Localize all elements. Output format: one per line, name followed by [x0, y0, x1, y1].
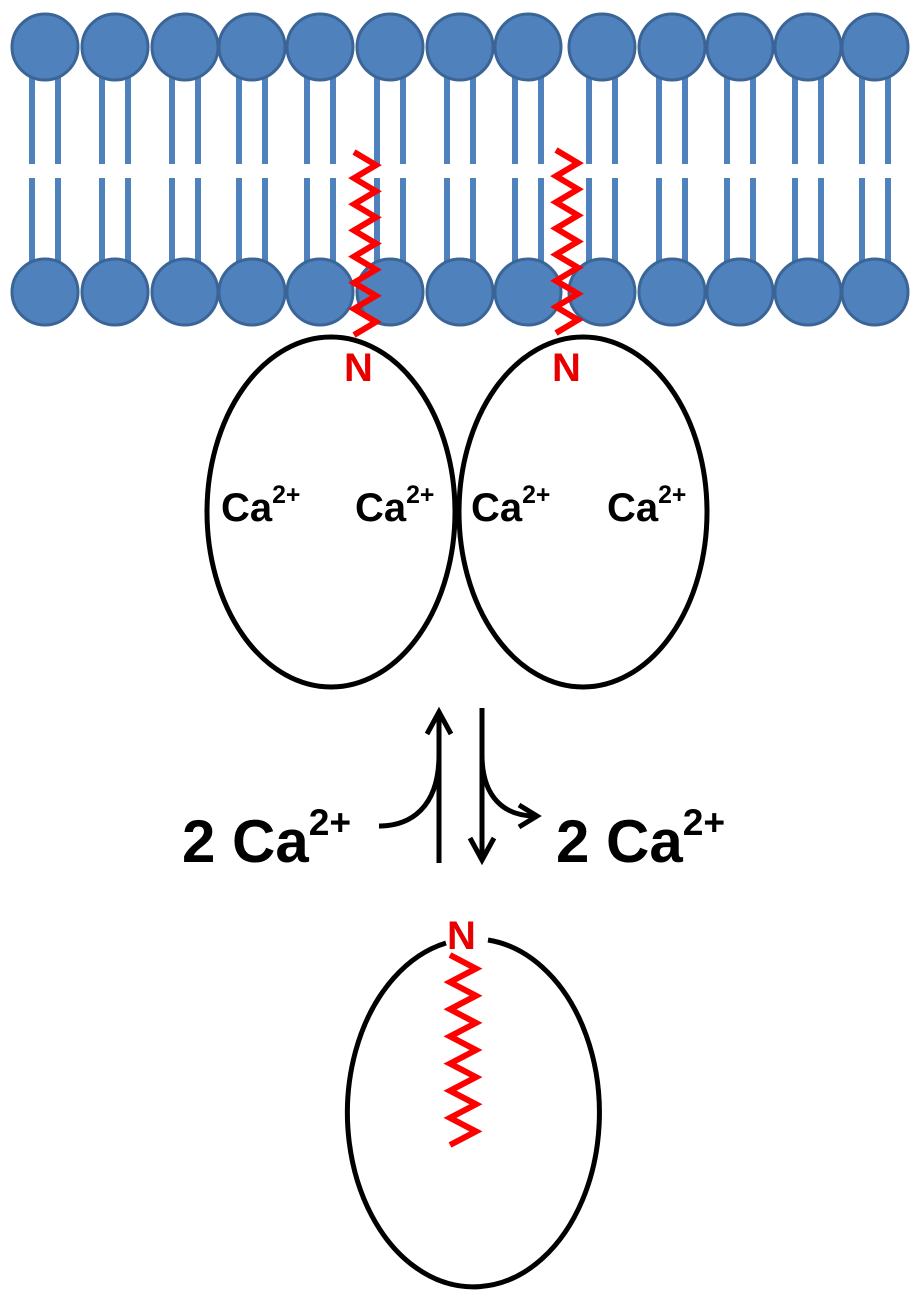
lipid-head-outer — [773, 12, 843, 82]
anchor-helix-left — [348, 149, 382, 338]
lipid-head-inner — [773, 257, 843, 327]
lipid-head-outer — [493, 12, 563, 82]
calcium-release-arrow-head — [517, 802, 542, 830]
lipid-head-outer — [150, 12, 220, 82]
dissociation-arrow-head — [467, 836, 497, 866]
calcium-binding-curve — [378, 754, 442, 829]
lipid-head-inner — [840, 257, 910, 327]
lipid-head-inner — [493, 257, 563, 327]
lipid-head-outer — [10, 12, 80, 82]
lipid-head-outer — [840, 12, 910, 82]
dimer-right-oval — [456, 334, 710, 690]
lipid-head-inner — [637, 257, 707, 327]
association-arrow-head — [424, 706, 454, 736]
ca-ion-label: Ca2+ — [355, 482, 435, 530]
lipid-head-outer — [705, 12, 775, 82]
protein-ovals — [204, 334, 710, 1290]
ca-ion-label: Ca2+ — [607, 482, 687, 530]
monomer-oval — [344, 937, 602, 1290]
calcium-release-curve — [479, 754, 536, 819]
anchor-helices — [348, 147, 584, 1148]
n-terminus-label-left: N — [344, 346, 373, 390]
lipid-head-outer — [80, 12, 150, 82]
lipid-head-outer — [217, 12, 287, 82]
lipid-head-inner — [150, 257, 220, 327]
ca-ion-label: Ca2+ — [221, 482, 301, 530]
calcium-binding-label: 2 Ca2+ — [182, 801, 352, 875]
lipid-head-outer — [425, 12, 495, 82]
lipid-head-inner — [355, 257, 425, 327]
lipid-head-outer — [355, 12, 425, 82]
calcium-release-label: 2 Ca2+ — [556, 801, 726, 875]
lipid-head-inner — [285, 257, 355, 327]
dimer-left-oval — [204, 334, 458, 690]
lipid-head-outer — [567, 12, 637, 82]
anchor-helix-right — [550, 147, 584, 336]
lipid-tails — [29, 60, 891, 268]
lipid-head-outer — [285, 12, 355, 82]
n-terminus-label-monomer: N — [447, 914, 476, 958]
ca-ion-label: Ca2+ — [471, 482, 551, 530]
lipid-head-inner — [705, 257, 775, 327]
lipid-head-inner — [10, 257, 80, 327]
lipid-head-inner — [567, 257, 637, 327]
lipid-head-outer — [637, 12, 707, 82]
lipid-head-inner — [217, 257, 287, 327]
lipid-head-inner — [80, 257, 150, 327]
anchor-helix-monomer — [443, 952, 483, 1148]
lipid-heads — [10, 12, 910, 327]
n-terminus-label-right: N — [552, 346, 581, 390]
equilibrium-arrows — [378, 706, 542, 866]
lipid-head-inner — [425, 257, 495, 327]
